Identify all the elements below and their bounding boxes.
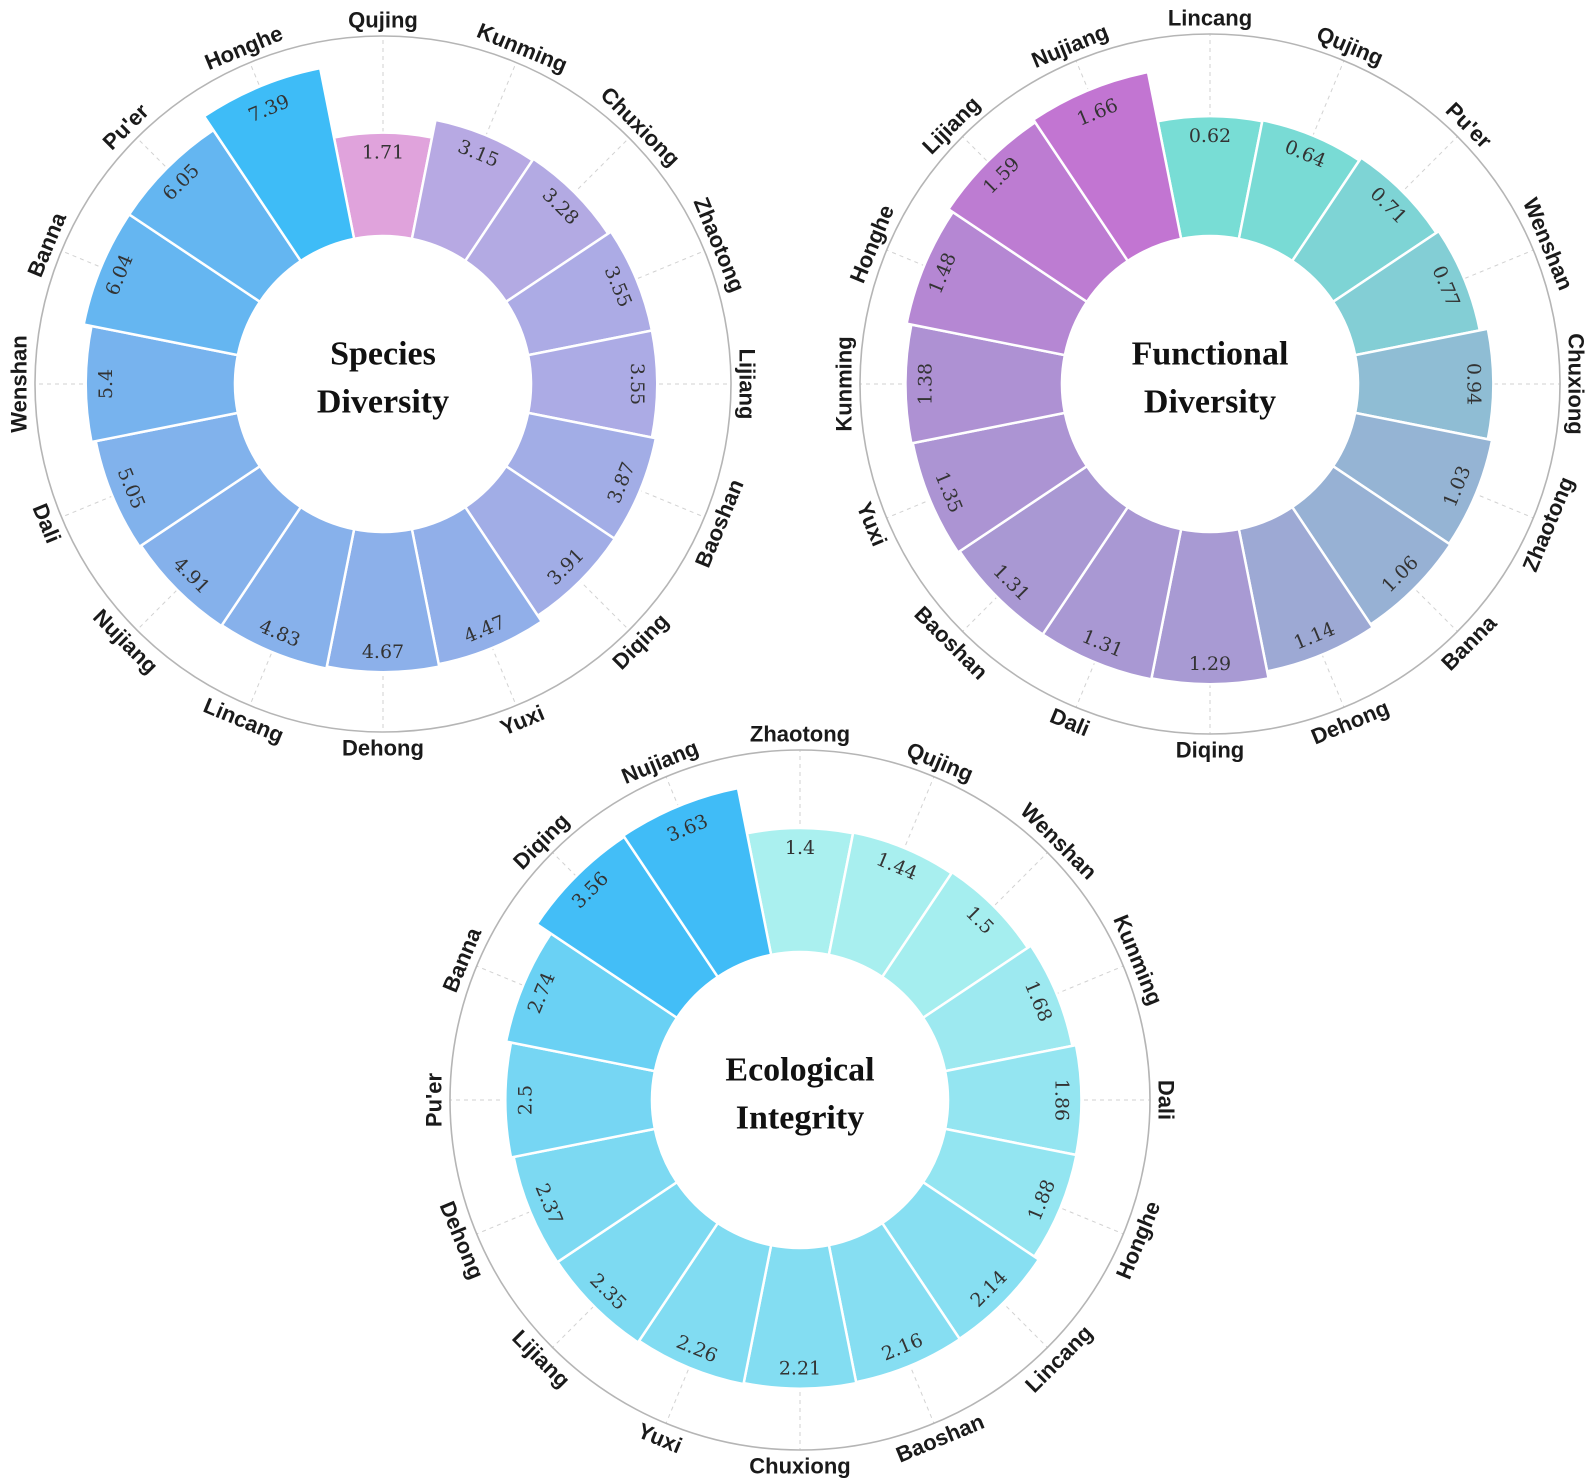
category-label: Wenshan xyxy=(1016,798,1103,885)
category-label: Nujiang xyxy=(618,735,702,789)
category-label: Qujing xyxy=(348,8,418,33)
chart-title: Species xyxy=(330,336,436,373)
chart-title: Ecological xyxy=(725,1052,874,1089)
category-label: Kunming xyxy=(832,336,857,431)
category-label: Pu'er xyxy=(1441,97,1497,153)
value-label: 4.67 xyxy=(362,641,404,663)
category-label: Dehong xyxy=(1307,695,1392,749)
category-label: Lincang xyxy=(200,693,287,748)
bar xyxy=(82,212,262,357)
bar xyxy=(504,1041,657,1159)
outer-ring xyxy=(449,749,1151,1451)
category-label: Dehong xyxy=(435,1197,489,1282)
value-label: 1.4 xyxy=(785,837,815,859)
bar xyxy=(1290,464,1453,627)
bar xyxy=(504,931,679,1073)
category-label: Dehong xyxy=(342,736,424,761)
category-label: Kunming xyxy=(473,18,571,78)
outer-ring xyxy=(859,33,1561,735)
category-label: Dali xyxy=(27,500,66,547)
category-label: Honghe xyxy=(845,201,899,286)
bar xyxy=(555,1180,720,1345)
category-label: Chuxiong xyxy=(1564,333,1589,434)
radial-chart-3: 1.41.441.51.681.861.882.142.162.212.262.… xyxy=(422,722,1179,1479)
bar xyxy=(84,324,240,444)
category-label: Lincang xyxy=(1168,6,1252,31)
category-label: Nujiang xyxy=(1028,19,1112,73)
bar xyxy=(637,1221,773,1386)
bar xyxy=(1149,527,1271,686)
category-label: Dali xyxy=(1154,1080,1179,1120)
category-label: Honghe xyxy=(201,20,286,74)
category-label: Chuxiong xyxy=(749,1454,850,1479)
bar xyxy=(535,835,720,1020)
category-label: Lijiang xyxy=(735,349,760,420)
category-label: Pu'er xyxy=(98,98,154,154)
category-label: Zhaotong xyxy=(689,194,750,296)
value-label: 1.38 xyxy=(914,363,936,405)
chart-title: Functional xyxy=(1132,336,1289,373)
category-label: Baoshan xyxy=(892,1409,987,1468)
bar xyxy=(1031,70,1183,263)
bar xyxy=(957,464,1130,637)
bar xyxy=(946,120,1130,304)
bar xyxy=(1237,505,1375,673)
category-label: Pu'er xyxy=(422,1072,447,1127)
category-label: Yuxi xyxy=(852,498,892,549)
bar xyxy=(742,1243,858,1390)
bar xyxy=(94,411,262,549)
bar xyxy=(127,128,303,304)
value-label: 0.62 xyxy=(1189,125,1231,147)
value-label: 5.4 xyxy=(95,369,117,399)
category-label: Yuxi xyxy=(497,700,548,740)
value-label: 3.55 xyxy=(626,363,648,405)
value-label: 2.5 xyxy=(514,1085,536,1115)
bar xyxy=(220,505,356,671)
category-label: Kunming xyxy=(1108,911,1168,1009)
category-label: Diqing xyxy=(1176,738,1244,763)
category-label: Dali xyxy=(1047,703,1094,742)
category-label: Zhaotong xyxy=(1517,473,1578,575)
bar xyxy=(905,210,1089,357)
bar xyxy=(911,411,1089,555)
category-label: Zhaotong xyxy=(750,722,850,747)
value-label: 1.86 xyxy=(1050,1079,1072,1121)
value-label: 0.94 xyxy=(1462,363,1484,405)
bar xyxy=(621,786,773,979)
chart-title: Diversity xyxy=(1144,384,1276,421)
bar xyxy=(139,464,303,628)
bar xyxy=(904,323,1067,445)
chart-title: Integrity xyxy=(736,1100,864,1137)
outer-ring xyxy=(34,35,732,733)
bar xyxy=(1040,505,1183,681)
value-label: 1.29 xyxy=(1189,653,1231,675)
value-label: 2.21 xyxy=(779,1358,821,1380)
category-label: Wenshan xyxy=(1518,194,1578,294)
category-label: Baoshan xyxy=(690,476,749,571)
bar xyxy=(202,66,356,263)
bar xyxy=(512,1127,679,1264)
value-label: 1.71 xyxy=(362,142,404,164)
chart-title: Diversity xyxy=(317,384,449,421)
category-label: Honghe xyxy=(1111,1197,1165,1282)
category-label: Yuxi xyxy=(634,1418,685,1458)
category-label: Wenshan xyxy=(7,335,32,432)
